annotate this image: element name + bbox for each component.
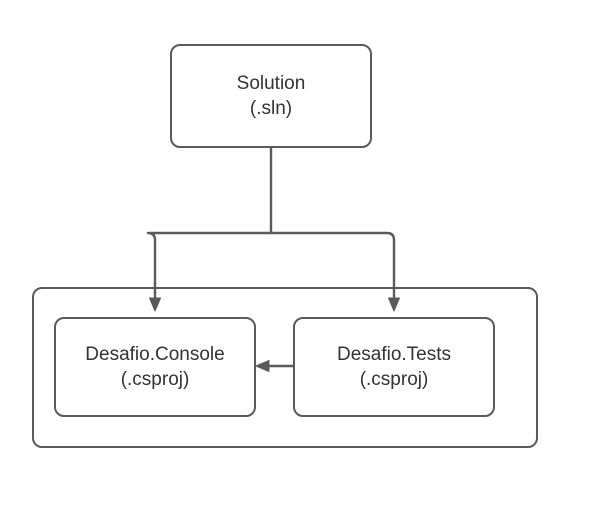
edge-solution-to-tests [269, 231, 396, 301]
node-solution[interactable]: Solution (.sln) [170, 44, 372, 148]
node-desafio-console-label-primary: Desafio.Console [85, 343, 225, 365]
node-desafio-tests[interactable]: Desafio.Tests (.csproj) [293, 317, 495, 417]
node-desafio-tests-label-primary: Desafio.Tests [336, 343, 452, 365]
container-projects-group [32, 287, 538, 448]
arrowhead-tests-to-console [255, 360, 270, 372]
node-solution-label-secondary: (.sln) [249, 98, 293, 119]
arrowhead-tests [388, 297, 400, 312]
node-desafio-tests-label-secondary: (.csproj) [359, 369, 429, 390]
edge-solution-to-console [146, 231, 273, 301]
node-desafio-console[interactable]: Desafio.Console (.csproj) [54, 317, 256, 417]
arrowhead-console [149, 297, 161, 312]
node-solution-label-primary: Solution [236, 72, 306, 94]
node-desafio-console-label-secondary: (.csproj) [120, 369, 190, 390]
